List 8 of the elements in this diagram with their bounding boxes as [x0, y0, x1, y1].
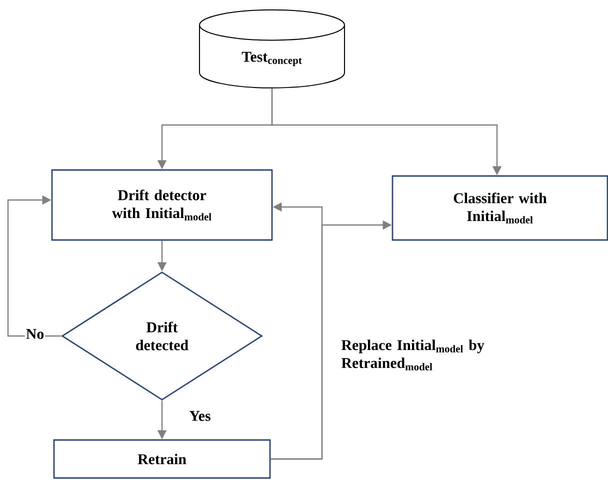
process-box: Retrain [53, 439, 271, 479]
arrow [7, 195, 62, 337]
process-box: Classifier with Initial$_{model}$ [392, 175, 608, 241]
edge-label: Replace Initial$_{model}$ by Retrained$_{model}$ [340, 338, 492, 372]
edge-label: No [24, 328, 46, 340]
edge-label: Yes [188, 410, 212, 422]
process-box: Drift detector with Initial$_{model}$ [51, 169, 273, 241]
cylinder: Test$_{concept}$ [199, 9, 345, 88]
